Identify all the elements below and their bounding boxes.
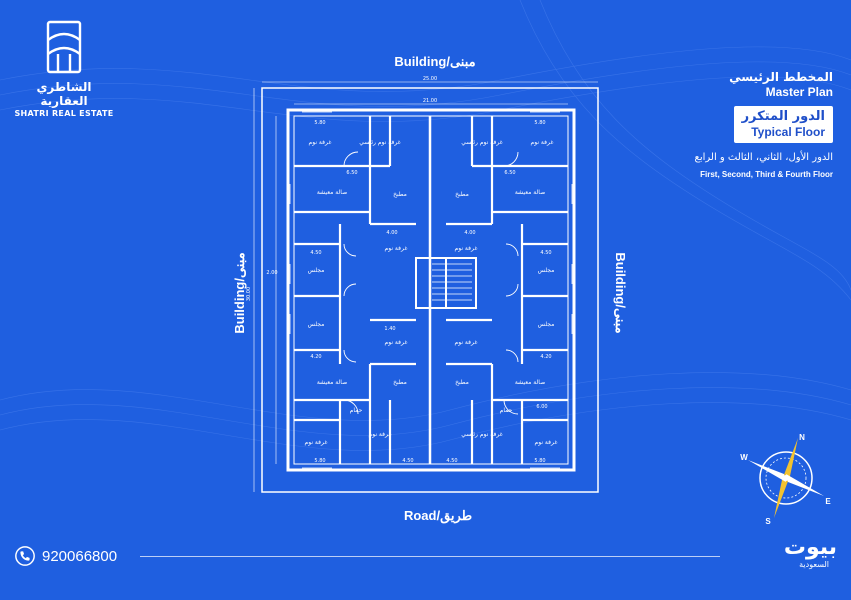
room-bedroom-6: غرفة نوم (455, 339, 478, 346)
dim-11: 4.20 (540, 354, 551, 360)
dim-4: 6.50 (504, 170, 515, 176)
room-master-3: غرفة نوم رئيسي (461, 431, 503, 438)
stair-core (415, 257, 477, 309)
bottom-side-label: Road/طريق (403, 508, 473, 523)
logo-name-english: SHATRI REAL ESTATE (14, 109, 114, 118)
brand-subtitle: السعودية (799, 560, 829, 569)
dim-5: 4.50 (310, 250, 321, 256)
dim-13: 5.80 (534, 458, 545, 464)
dim-7: 4.00 (386, 230, 397, 236)
phone-contact[interactable]: 920066800 (14, 545, 117, 567)
dim-10: 4.20 (310, 354, 321, 360)
phone-icon (15, 546, 35, 566)
room-bedroom-3: غرفة نوم (385, 245, 408, 252)
room-bedroom-7: غرفة نوم (305, 439, 328, 446)
typical-floor-english: Typical Floor (751, 125, 825, 139)
room-kitchen-3: مطبخ (393, 379, 407, 386)
master-plan-english: Master Plan (765, 85, 833, 99)
room-living-4: صالة معيشة (515, 379, 545, 386)
room-bedroom-1: غرفة نوم (309, 139, 332, 146)
dim-15: 4.50 (446, 458, 457, 464)
logo-name-arabic: الشاطري العقارية (36, 80, 92, 108)
dim-3: 6.50 (346, 170, 357, 176)
room-bedroom-9: غرفة نوم (535, 439, 558, 446)
room-kitchen-2: مطبخ (455, 191, 469, 198)
brand-logo: بيوت السعودية (784, 536, 837, 570)
room-majlis-1: مجلس (308, 267, 325, 274)
title-block: المخطط الرئيسي Master Plan الدور المتكرر… (613, 70, 833, 179)
floors-english: First, Second, Third & Fourth Floor (700, 170, 833, 179)
room-bathroom-2: حمام (500, 407, 513, 414)
dim-2: 5.80 (534, 120, 545, 126)
company-logo: الشاطري العقارية SHATRI REAL ESTATE (14, 18, 114, 120)
room-majlis-3: مجلس (308, 321, 325, 328)
overall-depth-dim: 30.00 (246, 287, 252, 301)
room-bedroom-5: غرفة نوم (385, 339, 408, 346)
floor-plan: 25.00 21.00 30.00 2.00 5.80 5.80 6.50 6.… (246, 76, 599, 493)
compass-north: N (799, 433, 805, 442)
room-kitchen-1: مطبخ (393, 191, 407, 198)
room-master-2: غرفة نوم رئيسي (461, 139, 503, 146)
dim-6: 4.50 (540, 250, 551, 256)
plot-boundary (261, 87, 599, 493)
floors-arabic: الدور الأول، الثاني، الثالث و الرابع (694, 152, 833, 163)
dimension-lines (253, 81, 598, 492)
logo-mark-icon (46, 20, 82, 74)
typical-floor-box: الدور المتكرر Typical Floor (733, 106, 833, 143)
room-bedroom-2: غرفة نوم (531, 139, 554, 146)
compass-east: E (825, 497, 831, 506)
dim-12: 5.80 (314, 458, 325, 464)
side-setback-dim: 2.00 (266, 270, 277, 276)
compass-icon: N S E W (740, 433, 831, 526)
inner-width-dim: 21.00 (423, 98, 437, 104)
dim-8: 4.00 (464, 230, 475, 236)
typical-floor-arabic: الدور المتكرر (741, 109, 825, 124)
windows (289, 111, 573, 469)
room-bedroom-8: غرفة نوم (369, 431, 392, 438)
stair-treads (432, 263, 472, 301)
building-outline (286, 108, 576, 472)
footer-divider (140, 556, 720, 557)
phone-number: 920066800 (42, 547, 118, 565)
dim-9: 1.40 (384, 326, 395, 332)
dim-14: 4.50 (402, 458, 413, 464)
room-master-1: غرفة نوم رئيسي (359, 139, 401, 146)
room-living-1: صالة معيشة (317, 189, 347, 196)
room-walls (294, 116, 568, 464)
room-living-2: صالة معيشة (515, 189, 545, 196)
brand-name: بيوت (783, 535, 837, 560)
room-living-3: صالة معيشة (317, 379, 347, 386)
door-swings (343, 151, 519, 415)
room-bedroom-4: غرفة نوم (455, 245, 478, 252)
room-bathroom-1: حمام (350, 407, 363, 414)
dim-16: 6.00 (536, 404, 547, 410)
dim-1: 5.80 (314, 120, 325, 126)
right-side-label: Building/مبنى (613, 252, 628, 334)
compass-south: S (765, 517, 771, 526)
top-side-label: Building/مبنى (394, 54, 476, 69)
overall-width-dim: 25.00 (423, 76, 437, 82)
room-majlis-4: مجلس (538, 321, 555, 328)
compass-west: W (740, 453, 748, 462)
room-majlis-2: مجلس (538, 267, 555, 274)
master-plan-arabic: المخطط الرئيسي (729, 70, 833, 84)
room-kitchen-4: مطبخ (455, 379, 469, 386)
